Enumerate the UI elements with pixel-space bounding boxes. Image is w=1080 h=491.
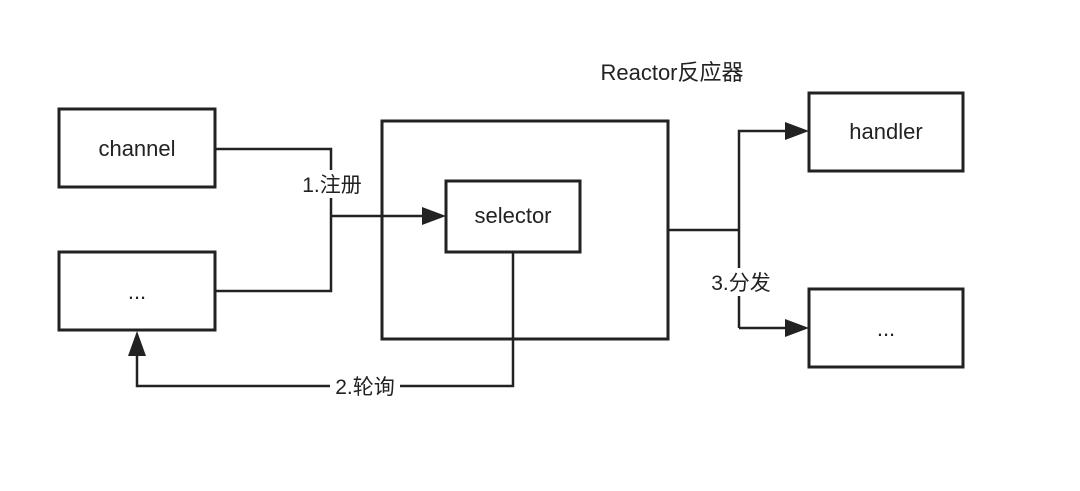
poll-label: 2.轮询 [335,376,395,399]
poll-connector [135,252,515,388]
register-connector [215,147,333,293]
channel-more-node [57,250,217,332]
dispatch-arrowhead-handler [785,122,809,140]
handler-label: handler [849,119,922,144]
register-arrowhead [422,207,446,225]
register-label: 1.注册 [302,174,362,197]
selector-node [444,179,582,254]
dispatch-branch-upper [737,129,787,328]
channel-label: channel [98,136,175,161]
handler-node [807,91,965,173]
reactor-title: Reactor反应器 [600,60,743,85]
dispatch-label-bg [706,268,774,296]
poll-arrowhead [128,331,146,356]
channel-more-label: ... [128,279,146,304]
poll-label-bg [330,372,400,400]
register-label-bg [298,170,366,198]
handler-more-label: ... [877,316,895,341]
dispatch-arrowhead-handler-more [785,319,809,337]
channel-node [57,107,217,189]
selector-label: selector [474,203,551,228]
dispatch-label: 3.分发 [711,272,771,295]
